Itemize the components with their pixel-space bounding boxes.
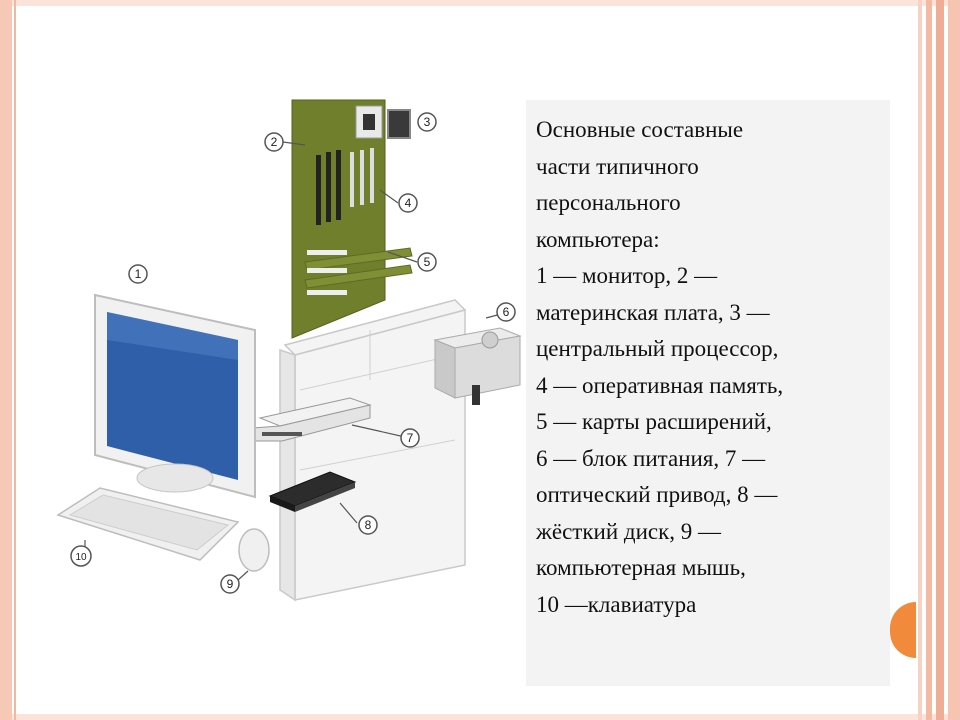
svg-text:7: 7: [407, 431, 414, 445]
slide-frame-right-3: [936, 0, 944, 720]
callout-leader-lines: [84, 141, 506, 581]
keyboard: [56, 487, 240, 561]
slide-frame-left: [0, 0, 12, 720]
callout-7: 7: [400, 428, 420, 448]
optical-drive: [251, 397, 372, 442]
hard-disk: [268, 471, 357, 512]
slide-frame-right-4: [948, 0, 960, 720]
callout-1: 1: [128, 264, 148, 284]
cpu-chip: [387, 109, 411, 139]
slide-frame-left-line: [14, 0, 16, 720]
computer-parts-diagram: 1 2 3 4 5 6 7 8: [56, 99, 522, 602]
callout-6: 6: [496, 302, 516, 322]
svg-text:10: 10: [75, 552, 87, 563]
slide-frame-top: [0, 0, 960, 6]
svg-text:1: 1: [135, 267, 142, 281]
mouse: [238, 528, 270, 572]
svg-text:9: 9: [227, 577, 234, 591]
monitor: [94, 293, 256, 499]
callouts: 1 2 3 4 5 6 7 8: [70, 112, 516, 594]
power-supply: [433, 327, 522, 405]
callout-5: 5: [417, 252, 437, 272]
svg-text:3: 3: [424, 115, 431, 129]
svg-text:5: 5: [424, 255, 431, 269]
callout-4: 4: [398, 193, 418, 213]
svg-text:8: 8: [365, 518, 372, 532]
callout-9: 9: [220, 574, 240, 594]
callout-3: 3: [417, 112, 437, 132]
motherboard: [291, 99, 386, 339]
slide-frame-right-1: [918, 0, 922, 720]
slide-frame-bottom: [0, 714, 960, 720]
svg-text:6: 6: [503, 305, 510, 319]
expansion-cards: [304, 247, 413, 295]
slide-frame-right-2: [926, 0, 932, 720]
callout-8: 8: [358, 515, 378, 535]
svg-text:4: 4: [405, 196, 412, 210]
callout-2: 2: [264, 132, 284, 152]
callout-10: 10: [70, 545, 92, 567]
description-text: Основные составные части типичного персо…: [536, 117, 784, 617]
description-panel: Основные составные части типичного персо…: [526, 100, 890, 686]
svg-text:2: 2: [271, 135, 278, 149]
orange-tab-decoration: [890, 602, 916, 658]
